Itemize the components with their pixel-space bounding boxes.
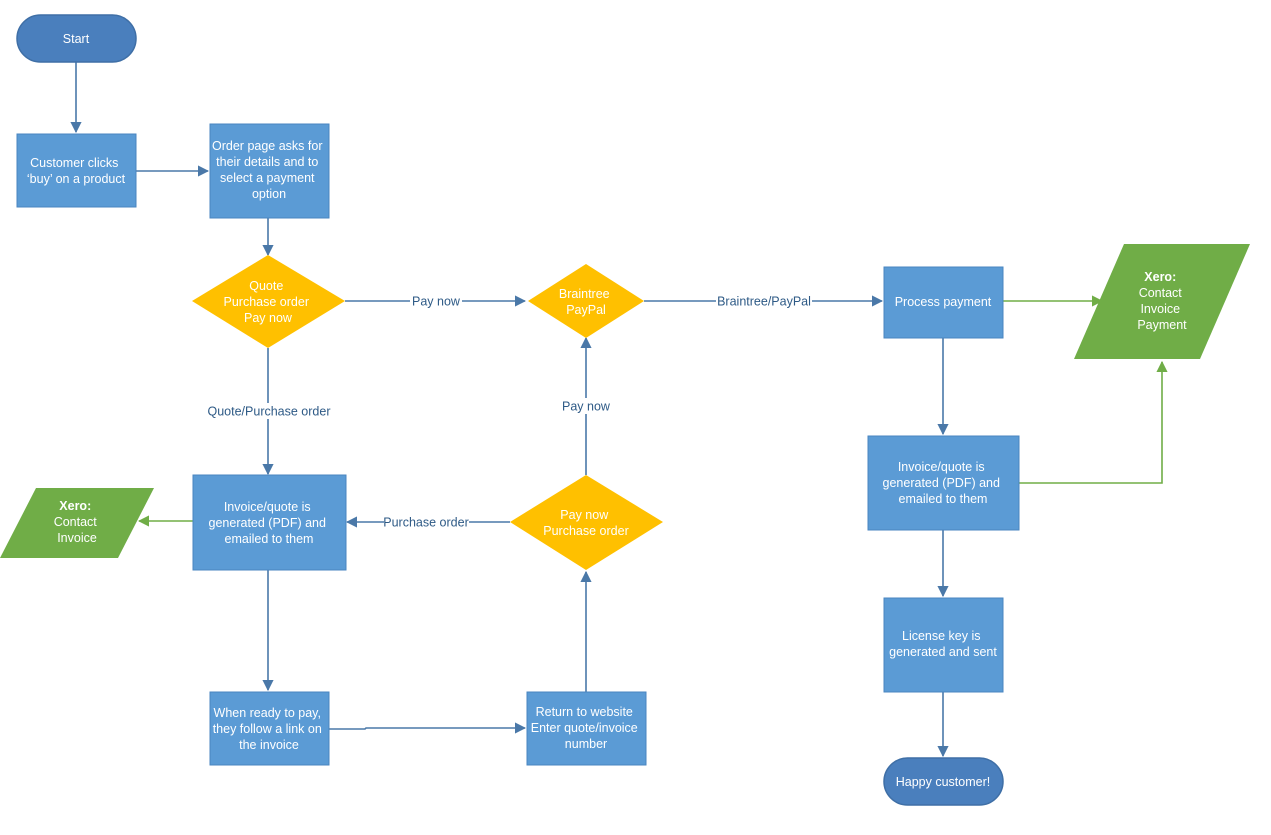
ready-to-pay-process: When ready to pay, they follow a link on… bbox=[209, 691, 330, 766]
order-page-label: Order page asks for their details and to… bbox=[212, 139, 326, 201]
edge-labels: Pay now Quote/Purchase order Purchase or… bbox=[205, 293, 812, 530]
process-payment-process: Process payment bbox=[883, 266, 1004, 339]
edge-label-braintree-paypal: Braintree/PayPal bbox=[717, 295, 811, 309]
payment-option-decision: Quote Purchase order Pay now bbox=[192, 255, 345, 348]
xero-left-label: Xero: Contact Invoice bbox=[54, 499, 101, 545]
license-key-process: License key is generated and sent bbox=[883, 597, 1004, 693]
paynow-purchase-decision: Pay now Purchase order bbox=[510, 475, 663, 570]
order-page-process: Order page asks for their details and to… bbox=[209, 123, 330, 219]
invoice-generated-left-process: Invoice/quote is generated (PDF) and ema… bbox=[192, 474, 347, 571]
happy-customer-terminator: Happy customer! bbox=[883, 757, 1004, 806]
start-terminator: Start bbox=[16, 14, 137, 63]
return-to-website-process: Return to website Enter quote/invoice nu… bbox=[526, 691, 647, 766]
customer-clicks-process: Customer clicks ‘buy’ on a product bbox=[16, 133, 137, 208]
xero-right-label: Xero: Contact Invoice Payment bbox=[1137, 270, 1187, 332]
happy-customer-label: Happy customer! bbox=[896, 775, 990, 789]
edge-label-quote-purchase-order: Quote/Purchase order bbox=[208, 405, 331, 419]
xero-left-data: Xero: Contact Invoice bbox=[0, 488, 154, 558]
payment-option-label: Quote Purchase order Pay now bbox=[224, 279, 313, 325]
edge-label-purchase-order: Purchase order bbox=[383, 516, 468, 530]
customer-clicks-label: Customer clicks ‘buy’ on a product bbox=[27, 156, 126, 186]
paynow-purchase-label: Pay now Purchase order bbox=[543, 508, 628, 538]
xero-right-data: Xero: Contact Invoice Payment bbox=[1074, 244, 1250, 359]
process-payment-label: Process payment bbox=[895, 295, 992, 309]
edge-label-pay-now-up: Pay now bbox=[562, 400, 611, 414]
edge-invoice-to-xero-right bbox=[1019, 360, 1168, 484]
edge-ready-to-return bbox=[329, 722, 527, 734]
gateway-decision: Braintree PayPal bbox=[528, 264, 644, 338]
start-label: Start bbox=[63, 32, 90, 46]
return-to-website-label: Return to website Enter quote/invoice nu… bbox=[531, 705, 642, 751]
license-key-label: License key is generated and sent bbox=[889, 629, 997, 659]
invoice-left-label: Invoice/quote is generated (PDF) and ema… bbox=[209, 500, 330, 546]
gateway-label: Braintree PayPal bbox=[559, 287, 613, 317]
ready-to-pay-label: When ready to pay, they follow a link on… bbox=[213, 706, 326, 752]
invoice-right-label: Invoice/quote is generated (PDF) and ema… bbox=[883, 460, 1004, 506]
invoice-generated-right-process: Invoice/quote is generated (PDF) and ema… bbox=[867, 435, 1020, 531]
edge-label-pay-now-top: Pay now bbox=[412, 295, 461, 309]
